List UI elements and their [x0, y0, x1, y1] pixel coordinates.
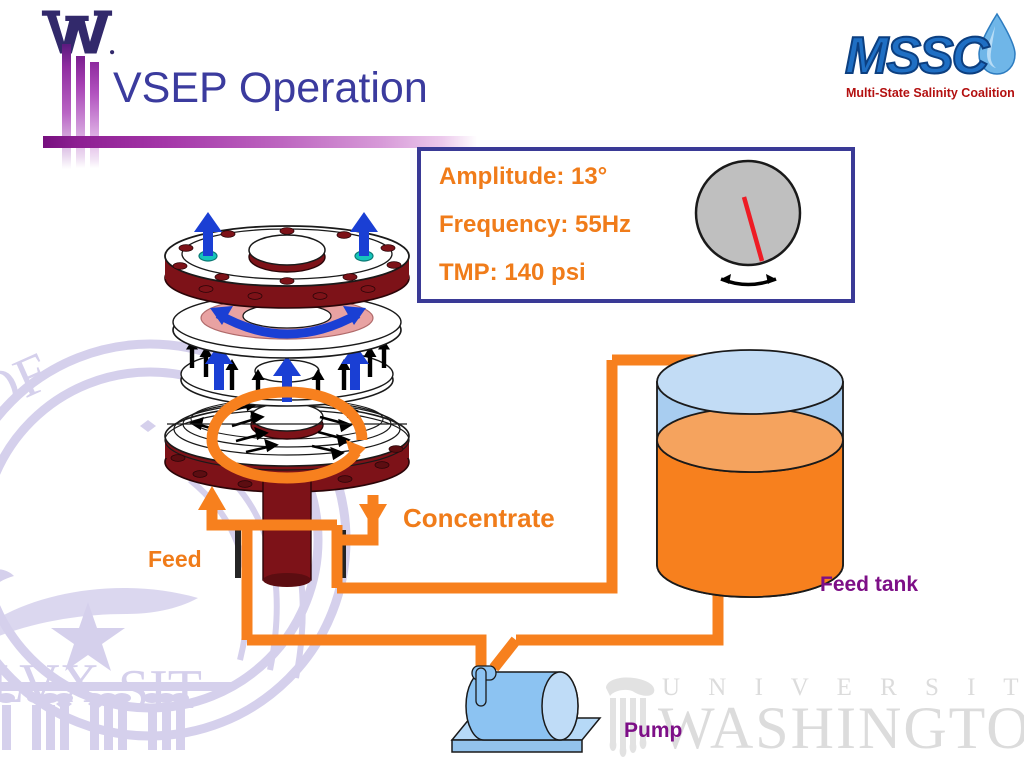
pump-end-cap — [541, 671, 579, 741]
label-feed: Feed — [148, 546, 202, 572]
mssc-letters: MSSC — [844, 26, 990, 86]
pump-inlet-nozzle — [471, 665, 497, 681]
uw-seal-watermark: OF LVX SIT — [0, 339, 351, 750]
top-flange-disc — [164, 212, 410, 309]
mssc-logo: MSSC Multi-State Salinity Coalition — [844, 12, 1024, 104]
flange-bolts — [172, 227, 402, 300]
pipe-pump-discharge — [247, 634, 487, 672]
stack-connection-pipes — [206, 495, 379, 588]
permeate-port-right — [354, 250, 374, 262]
membrane-disc — [172, 293, 402, 359]
watermark-washington-line: WASHINGTON — [658, 695, 1024, 761]
label-pump: Pump — [624, 719, 683, 742]
seal-text-of: OF — [0, 341, 59, 427]
seal-text-motto: LVX — [0, 653, 100, 715]
label-feed-tank: Feed tank — [820, 573, 919, 596]
recirculation-ring — [206, 386, 368, 484]
permeate-outlet-arrows — [194, 212, 378, 256]
feed-arrowhead-up — [198, 486, 226, 510]
center-shaft — [262, 475, 312, 587]
pump — [450, 665, 602, 753]
operating-parameters-box: Amplitude: 13° Frequency: 55Hz TMP: 140 … — [417, 147, 855, 303]
parameter-frequency: Frequency: 55Hz — [439, 211, 632, 238]
permeate-disc — [180, 340, 394, 407]
torsional-oscillation-gauge — [694, 159, 802, 287]
parameter-tmp: TMP: 140 psi — [439, 259, 586, 286]
base-disc — [164, 397, 410, 493]
gauge-needle — [741, 196, 765, 262]
tank-liquid-surface — [656, 407, 844, 473]
permeate-small-arrows — [186, 340, 390, 400]
permeate-large-arrows — [205, 344, 369, 402]
pipe-pump-inlet — [489, 636, 521, 672]
seal-text-motto2: SIT — [118, 659, 202, 721]
uw-w-logo-icon — [40, 9, 115, 55]
oscillation-arrow-blue — [215, 310, 361, 339]
water-drop-icon — [978, 12, 1016, 75]
watermark-university-line: U N I V E R S I T Y O F — [662, 674, 1024, 701]
tank-top-opening — [656, 349, 844, 415]
pipe-tank-return-left — [337, 360, 618, 594]
membrane-annulus — [200, 296, 374, 340]
parameter-amplitude: Amplitude: 13° — [439, 163, 608, 190]
pipe-tank-to-pump — [516, 568, 724, 646]
feed-tank — [656, 349, 844, 598]
pipe-shadows — [235, 521, 346, 578]
ring-arrowhead — [346, 440, 366, 462]
header-accent-bar-3 — [90, 62, 99, 168]
header-accent-bar-2 — [76, 56, 85, 168]
page-title: VSEP Operation — [113, 64, 428, 112]
header-divider-bar — [43, 136, 477, 148]
radial-flow-arrows — [189, 397, 359, 461]
tank-liquid — [656, 439, 844, 598]
vsep-filter-stack — [164, 212, 410, 587]
pipe-feed-riser — [241, 519, 337, 640]
mssc-subtitle: Multi-State Salinity Coalition — [846, 86, 1015, 100]
concentrate-arrowhead-down — [359, 504, 387, 528]
label-concentrate: Concentrate — [403, 503, 555, 533]
pump-base-plate — [450, 717, 602, 741]
pipe-permeate-to-tank — [612, 354, 736, 398]
pump-body — [465, 671, 579, 741]
header-accent-bar-1 — [62, 44, 71, 169]
permeate-port-left — [198, 250, 218, 262]
